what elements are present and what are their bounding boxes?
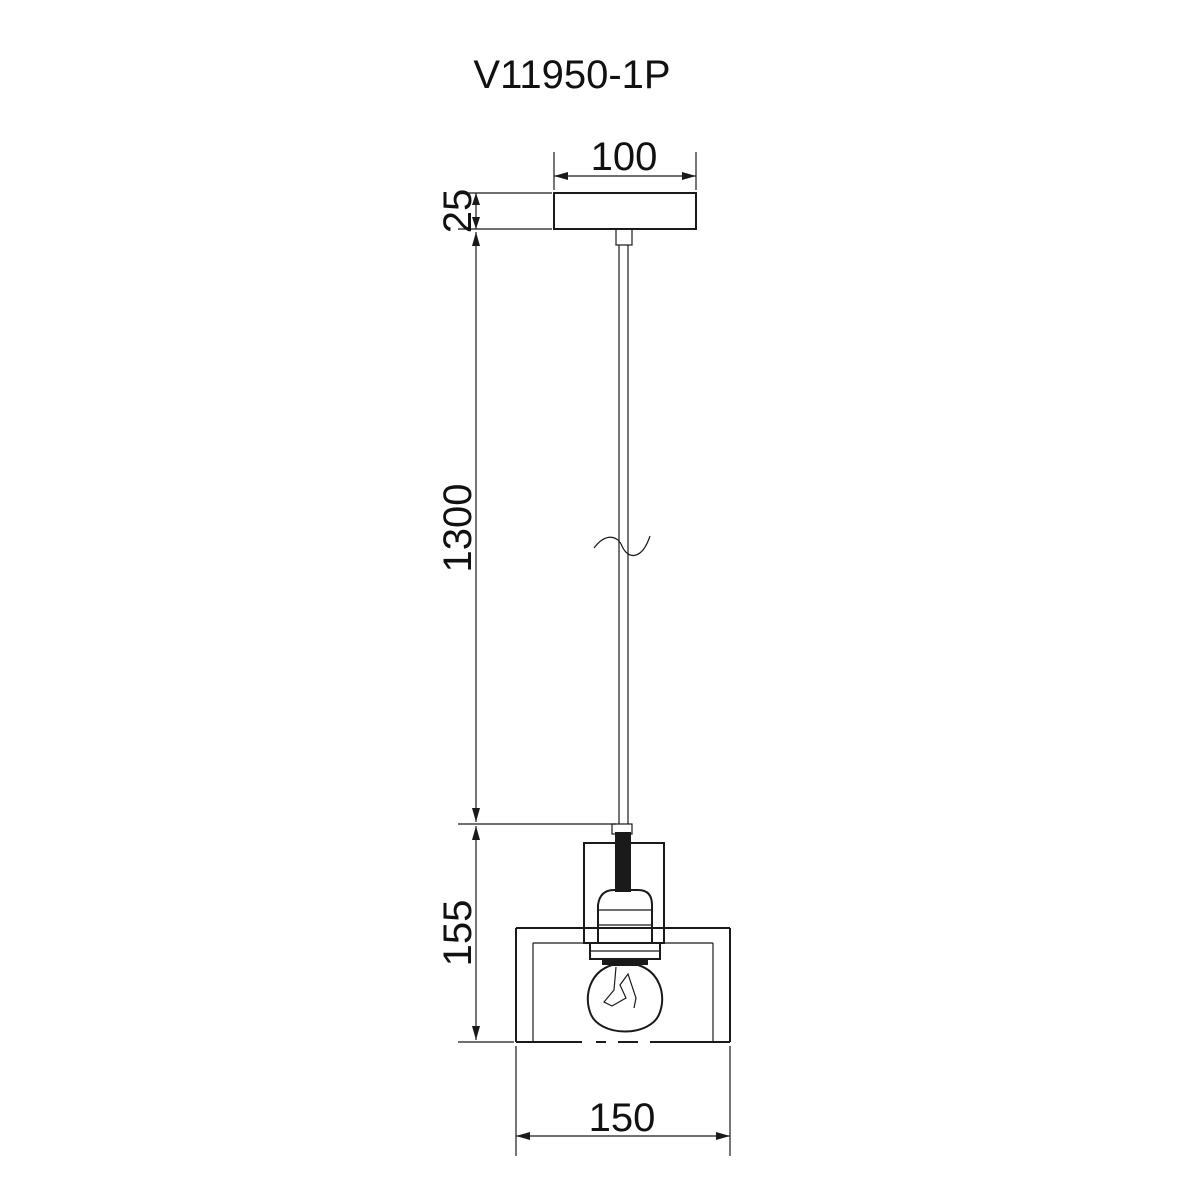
dimension-cord-length: 1300: [436, 232, 616, 825]
cord-break-mark: [593, 535, 651, 556]
dimension-canopy-width: 100: [553, 135, 697, 190]
model-title: V11950-1P: [473, 53, 670, 97]
canopy: [553, 192, 697, 246]
dimension-shade-height-label: 155: [436, 900, 480, 967]
dimension-shade-width: 150: [515, 1046, 731, 1156]
dimension-canopy-width-label: 100: [591, 135, 658, 179]
dimension-canopy-height: 25: [436, 189, 552, 234]
dimension-shade-width-label: 150: [589, 1096, 656, 1140]
bulb-filament: [603, 966, 637, 1009]
lamp-shade: [515, 927, 731, 1043]
dimension-shade-height: 155: [436, 826, 514, 1043]
dimension-canopy-height-label: 25: [436, 189, 480, 234]
light-bulb: [586, 964, 664, 1033]
lamp-body: [583, 823, 665, 965]
dimension-cord-length-label: 1300: [436, 484, 480, 573]
suspension-cord: [593, 245, 651, 824]
